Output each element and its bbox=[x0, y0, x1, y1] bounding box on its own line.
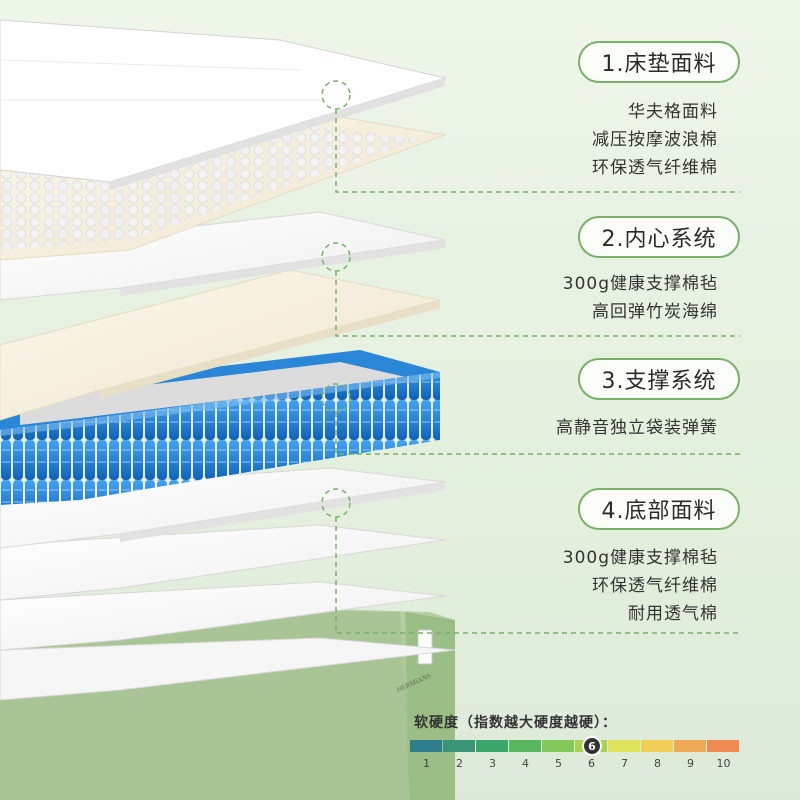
layer-4-item: 300g健康支撑棉毡 bbox=[562, 548, 718, 568]
firmness-segment bbox=[608, 740, 640, 752]
firmness-segment bbox=[674, 740, 706, 752]
firmness-segment bbox=[476, 740, 508, 752]
firmness-segment bbox=[542, 740, 574, 752]
top-comfort-layers bbox=[0, 19, 447, 261]
layer-2-item: 高回弹竹炭海绵 bbox=[592, 302, 718, 322]
firmness-segment bbox=[641, 740, 673, 752]
firmness-title: 软硬度（指数越大硬度越硬）： bbox=[414, 715, 617, 731]
firmness-tick-label: 5 bbox=[555, 757, 562, 770]
pocket-spring-layer bbox=[0, 350, 440, 505]
firmness-segment bbox=[509, 740, 541, 752]
bottom-fabric-layers bbox=[0, 467, 456, 701]
layer-4-item: 耐用透气棉 bbox=[628, 604, 718, 624]
foam-layers bbox=[0, 211, 446, 421]
firmness-scale-bar bbox=[410, 740, 740, 752]
firmness-segment bbox=[443, 740, 475, 752]
layer-1-item: 华夫格面料 bbox=[628, 102, 718, 122]
layer-4-materials: 300g健康支撑棉毡 环保透气纤维棉 耐用透气棉 bbox=[563, 544, 718, 628]
layer-2-item: 300g健康支撑棉毡 bbox=[562, 274, 718, 294]
firmness-segment bbox=[410, 740, 442, 752]
firmness-tick-label: 3 bbox=[489, 757, 496, 770]
firmness-tick-label: 4 bbox=[522, 757, 529, 770]
layer-1-item: 减压按摩波浪棉 bbox=[592, 130, 718, 150]
firmness-tick-label: 8 bbox=[654, 757, 661, 770]
layer-4-title: 4.底部面料 bbox=[578, 488, 740, 530]
layer-3-title: 3.支撑系统 bbox=[578, 358, 740, 400]
firmness-marker: 6 bbox=[582, 736, 602, 756]
firmness-tick-label: 9 bbox=[687, 757, 694, 770]
layer-1-item: 环保透气纤维棉 bbox=[592, 158, 718, 178]
layer-1-title: 1.床垫面料 bbox=[578, 41, 740, 83]
layer-3-item: 高静音独立袋装弹簧 bbox=[556, 418, 718, 438]
firmness-scale-ticks: 1 2 3 4 5 6 7 8 9 10 bbox=[410, 757, 740, 770]
callout-connectors bbox=[321, 80, 740, 634]
layer-3-materials: 高静音独立袋装弹簧 bbox=[556, 414, 718, 442]
firmness-segment bbox=[707, 740, 739, 752]
layer-4-item: 环保透气纤维棉 bbox=[592, 576, 718, 596]
layer-2-materials: 300g健康支撑棉毡 高回弹竹炭海绵 bbox=[563, 270, 718, 326]
firmness-tick-label: 7 bbox=[621, 757, 628, 770]
firmness-tick-label: 2 bbox=[456, 757, 463, 770]
firmness-tick-label: 6 bbox=[588, 757, 595, 770]
layer-1-materials: 华夫格面料 减压按摩波浪棉 环保透气纤维棉 bbox=[592, 98, 718, 182]
firmness-tick-label: 10 bbox=[716, 757, 731, 770]
firmness-tick-label: 1 bbox=[423, 757, 430, 770]
layer-2-title: 2.内心系统 bbox=[578, 216, 740, 258]
